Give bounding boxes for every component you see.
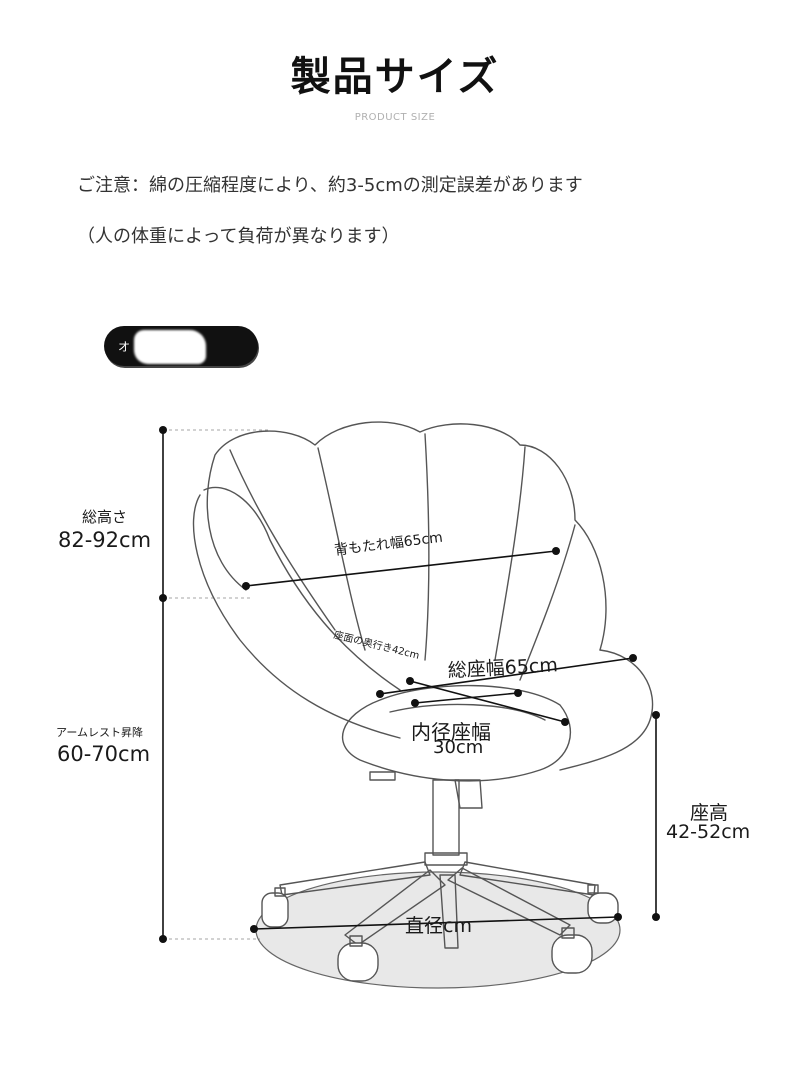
armrest-height-label: アームレスト昇降 — [56, 726, 144, 739]
petal-seam-2 — [317, 447, 366, 651]
petal-seam-1 — [229, 449, 336, 631]
caster-front-left — [337, 935, 379, 982]
right-arm — [559, 649, 654, 771]
inner-seat-width-label: 内径座幅 — [411, 720, 491, 744]
backrest-outline — [206, 421, 607, 651]
badge-smudge — [134, 330, 206, 364]
seat-height-label: 座高 — [690, 802, 729, 824]
measure-dots — [159, 426, 660, 943]
inner-seat-width-value: 30cm — [433, 737, 484, 758]
caster-front-right — [551, 927, 593, 974]
caster-left — [261, 887, 289, 928]
chair-outline — [192, 421, 654, 982]
left-arm — [192, 494, 401, 739]
star-base-front-right — [447, 867, 571, 936]
page-subtitle: PRODUCT SIZE — [354, 112, 436, 123]
inner-seat-width-line — [414, 692, 519, 704]
guide-lines — [163, 429, 270, 940]
armrest-height-value: 60-70cm — [57, 742, 151, 766]
total-height-value: 82-92cm — [58, 528, 152, 552]
weight-notice: （人の体重によって負荷が異なります） — [77, 226, 400, 247]
caster-right — [587, 884, 619, 924]
star-base-front — [439, 874, 459, 949]
seat-height-value: 42-52cm — [666, 821, 751, 843]
page-title: 製品サイズ — [290, 54, 500, 100]
gas-cylinder — [432, 779, 460, 856]
diameter-line — [253, 916, 619, 930]
petal-seam-4 — [494, 446, 526, 661]
total-seat-width-line — [379, 657, 634, 695]
seat-plate — [369, 771, 396, 781]
petal-seam-3 — [424, 433, 430, 661]
measure-lines — [162, 430, 657, 939]
chair-size-badge: オ ェアサイズ — [104, 326, 258, 366]
diameter-label: 直径cm — [405, 915, 472, 937]
seat-cushion — [341, 684, 571, 782]
total-seat-width-label: 総座幅65cm — [447, 654, 559, 682]
seat-depth-line — [409, 680, 566, 723]
back-width-line — [245, 550, 557, 587]
petal-seam-5 — [519, 524, 576, 681]
total-height-label: 総高さ — [82, 508, 128, 526]
measurement-notice: ご注意：綿の圧縮程度により、約3-5cmの測定誤差があります — [77, 175, 583, 196]
